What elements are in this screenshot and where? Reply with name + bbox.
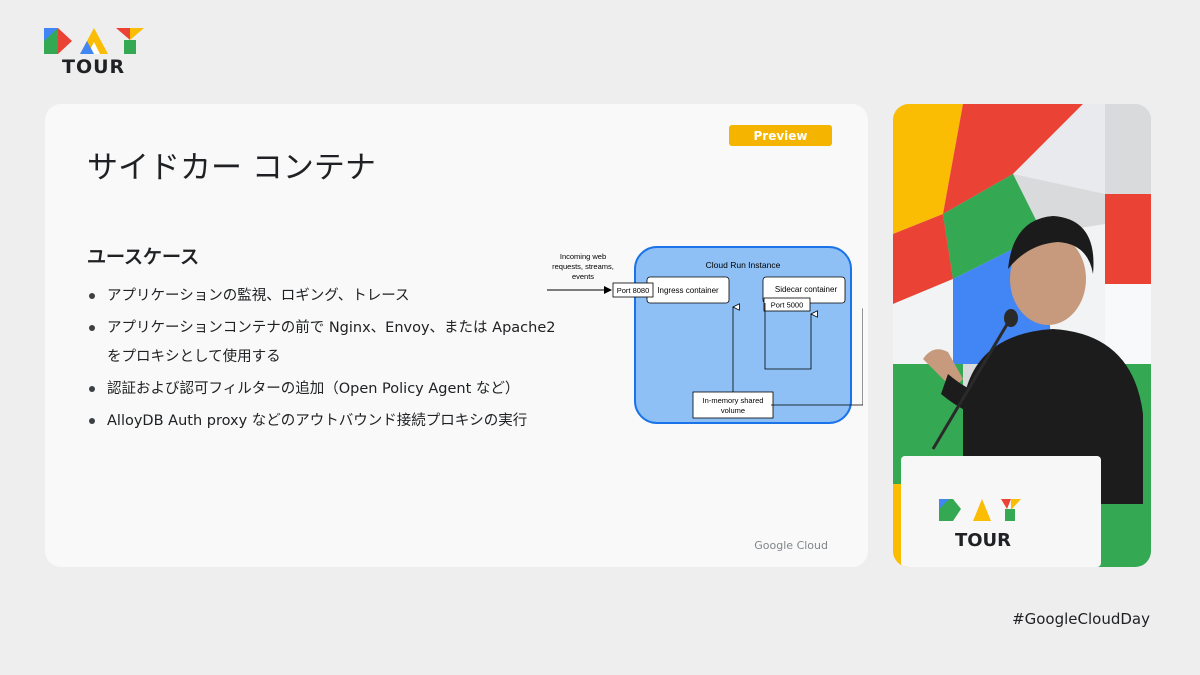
google-cloud-footer: Google Cloud — [754, 539, 828, 552]
podium-logo-a — [973, 499, 991, 521]
day-tour-logo: TOUR — [44, 26, 150, 78]
bullet-list: アプリケーションの監視、ロギング、トレース アプリケーションコンテナの前で Ng… — [87, 282, 567, 439]
podium-logo-d — [939, 499, 961, 521]
instance-label: Cloud Run Instance — [706, 260, 781, 270]
podium-logo-y — [1001, 499, 1011, 509]
sidecar-port-box — [763, 297, 811, 312]
bullet-item: 認証および認可フィルターの追加（Open Policy Agent など） — [87, 375, 567, 404]
volume-label-2: volume — [721, 406, 745, 415]
shared-volume-box — [692, 391, 774, 419]
presentation-slide: Preview サイドカー コンテナ ユースケース アプリケーションの監視、ロギ… — [45, 104, 868, 567]
ingress-port-label: Port 8080 — [617, 286, 650, 295]
cloud-run-diagram: Cloud Run Instance Incoming web requests… — [547, 246, 863, 424]
volume-to-sidecar-line — [771, 309, 863, 406]
bullet-item: AlloyDB Auth proxy などのアウトバウンド接続プロキシの実行 — [87, 407, 567, 436]
ingress-port-box — [612, 282, 654, 298]
podium-tour-text: TOUR — [955, 530, 1011, 551]
speaker-scene: TOUR — [893, 104, 1151, 567]
ingress-to-sidecar-line — [764, 303, 811, 370]
speaker-video: TOUR — [893, 104, 1151, 567]
incoming-label-1: Incoming web — [560, 252, 606, 261]
incoming-label-3: events — [572, 272, 594, 281]
tour-wordmark: TOUR — [62, 56, 126, 78]
section-heading: ユースケース — [87, 246, 200, 268]
slide-title: サイドカー コンテナ — [87, 150, 376, 186]
bullet-item: アプリケーションの監視、ロギング、トレース — [87, 282, 567, 311]
day-logo-mark — [44, 28, 144, 54]
hashtag-label: #GoogleCloudDay — [1012, 610, 1150, 628]
sidecar-label: Sidecar container — [775, 285, 838, 294]
bullet-item: アプリケーションコンテナの前で Nginx、Envoy、または Apache2 … — [87, 314, 567, 372]
incoming-label-2: requests, streams, — [552, 262, 614, 271]
ingress-label: Ingress container — [657, 286, 719, 295]
preview-badge: Preview — [729, 125, 832, 146]
volume-label-1: In-memory shared — [703, 396, 764, 405]
sidecar-port-label: Port 5000 — [771, 301, 804, 310]
